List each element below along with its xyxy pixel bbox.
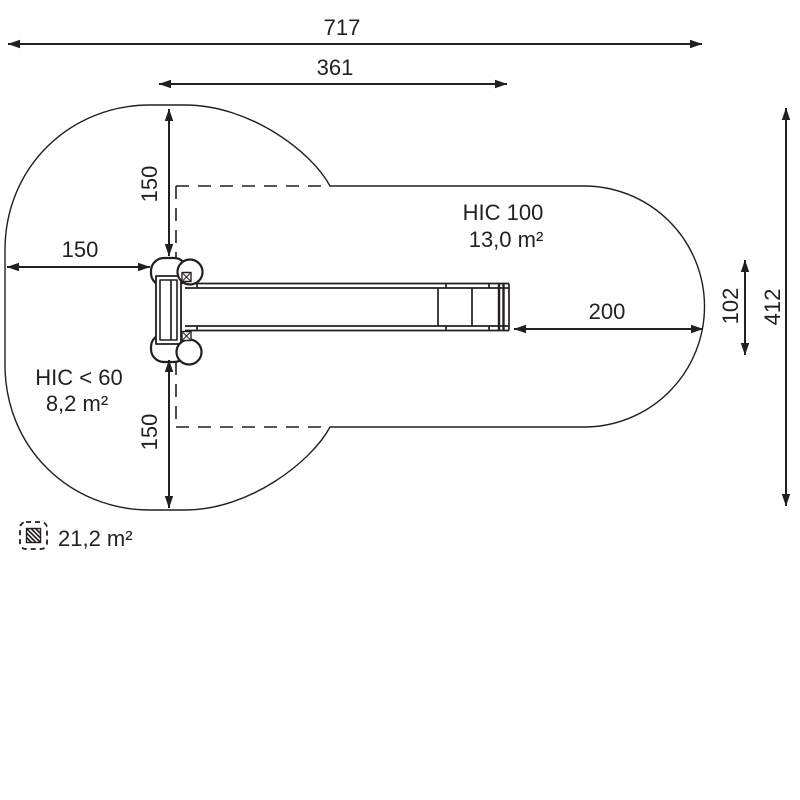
dimension-label-left-clearance: 150 [62,237,99,262]
dimension-label-end-height: 102 [718,288,743,325]
legend-total-area: 21,2 m² [19,521,133,551]
dimension-label-bottom-clearance: 150 [137,414,162,451]
legend-dashed-square-icon [19,521,48,550]
zone-labels: HIC 100 13,0 m² HIC < 60 8,2 m² [35,200,543,416]
slide-equipment [149,256,510,366]
dimension-total-width: 717 [7,15,703,49]
hic100-zone-label: HIC 100 [463,200,544,225]
dimension-upper-width: 361 [158,55,508,89]
dimension-top-clearance: 150 [137,108,174,257]
dimension-lines: 717 361 150 150 150 200 102 412 [6,15,791,509]
hic100-zone-area: 13,0 m² [469,227,544,252]
legend-hatched-square-icon [25,527,42,544]
safety-zone-outline [4,104,706,511]
slide-rails [185,282,510,332]
platform-deck-inner [159,279,178,341]
fastener-top [181,271,192,283]
dimension-end-height: 102 [718,259,750,356]
post-bottom [175,338,203,366]
dimension-total-height: 412 [760,107,791,507]
dimension-label-total-width: 717 [324,15,361,40]
fastener-bottom [181,330,192,342]
hic60-zone-label: HIC < 60 [35,365,122,390]
dimension-left-clearance: 150 [6,237,151,272]
dimension-label-total-height: 412 [760,289,785,326]
dimension-bottom-clearance: 150 [137,359,174,509]
legend-total-area-value: 21,2 m² [58,526,133,551]
dimension-label-right-clearance: 200 [589,299,626,324]
dimension-label-top-clearance: 150 [137,166,162,203]
hic60-zone-area: 8,2 m² [46,391,108,416]
dimension-label-upper-width: 361 [317,55,354,80]
dimension-right-clearance: 200 [513,299,704,334]
